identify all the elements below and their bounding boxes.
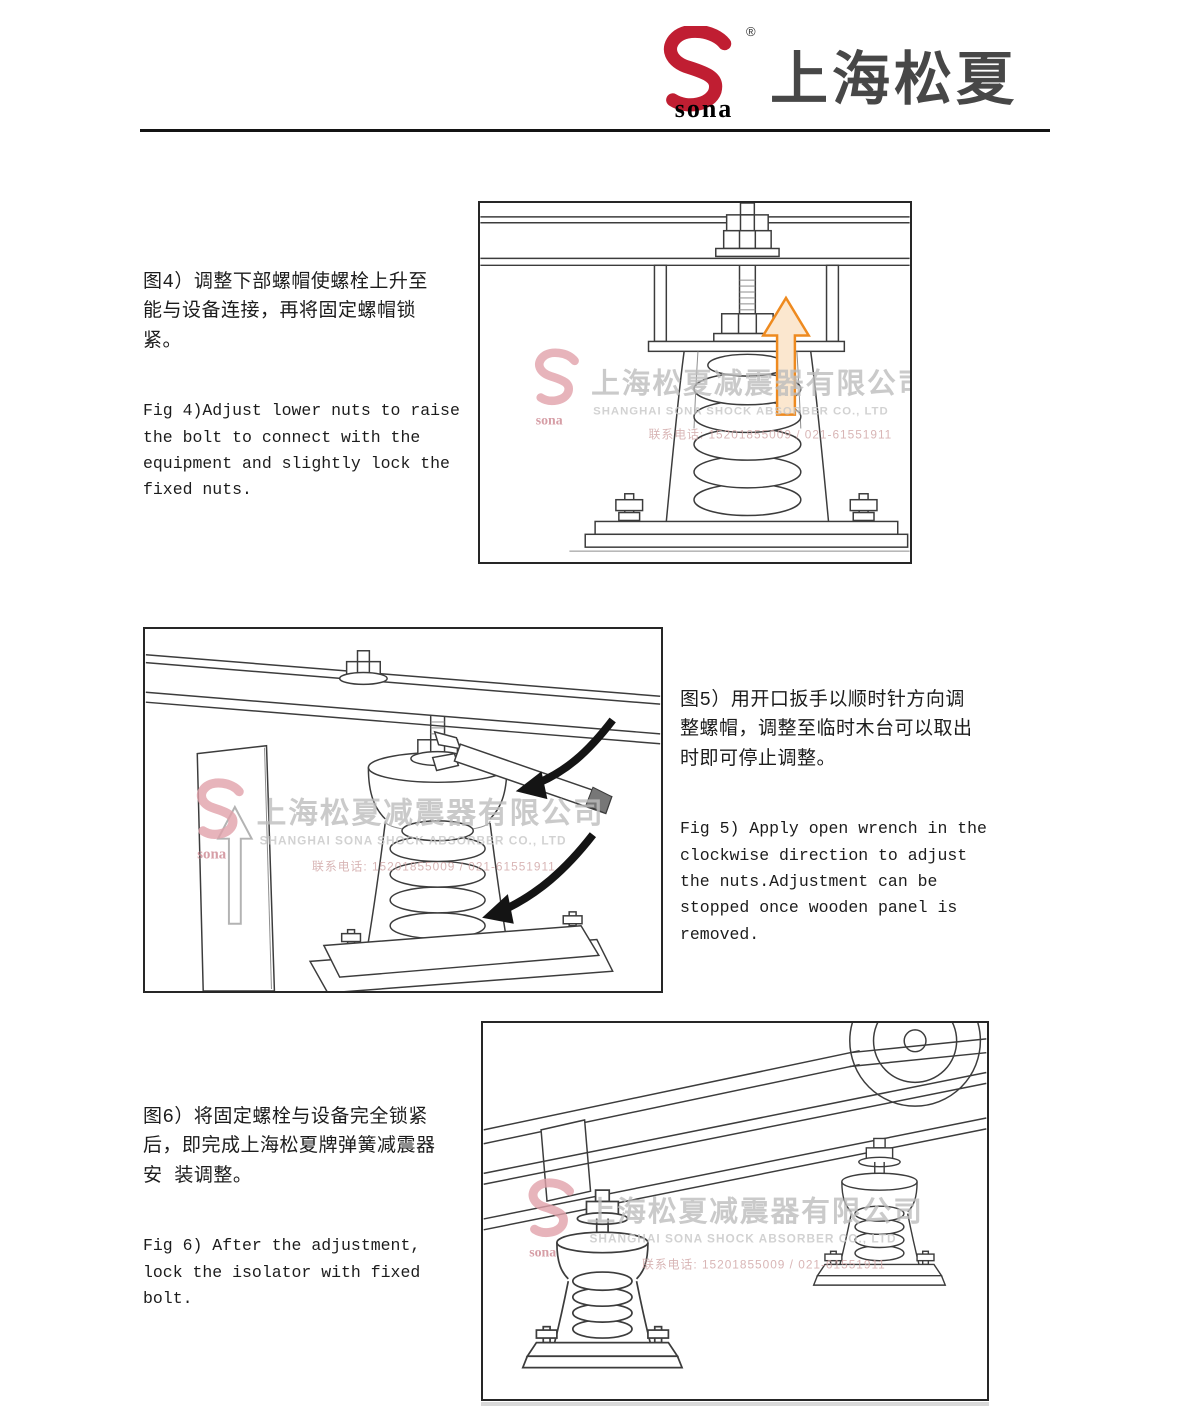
fig4-base [569,493,910,552]
fig4-caption: 图4）调整下部螺帽使螺栓上升至 能与设备连接，再将固定螺帽锁 紧。 Fig 4)… [143,250,488,522]
figure-4: sona 上海松夏减震器有限公司 SHANGHAI SONA SHOCK ABS… [478,201,912,564]
fig5-caption-zh: 图5）用开口扳手以顺时针方向调 整螺帽，调整至临时木台可以取出 时即可停止调整。 [680,689,973,770]
header-divider [140,129,1050,132]
fig6-caption-zh: 图6）将固定螺栓与设备完全锁紧 后，即完成上海松夏牌弹簧减震器 安 装调整。 [143,1106,436,1187]
fig5-drawing: sona 上海松夏减震器有限公司 SHANGHAI SONA SHOCK ABS… [145,650,661,991]
svg-text:上海松夏减震器有限公司: 上海松夏减震器有限公司 [257,797,605,830]
brand-chinese-name: 上海松夏 [770,47,1019,112]
fig5-beam-nut [338,650,388,686]
fig5-caption-en: Fig 5) Apply open wrench in the clockwis… [680,819,987,944]
logo-sona-text: sona [674,94,734,123]
svg-text:sona: sona [536,413,563,428]
fig4-drawing: sona 上海松夏减震器有限公司 SHANGHAI SONA SHOCK ABS… [480,203,910,552]
fig4-caption-en: Fig 4)Adjust lower nuts to raise the bol… [143,401,460,500]
fig4-top-bolt [715,203,780,258]
svg-text:联系电话: 15201855009 / 021-615519: 联系电话: 15201855009 / 021-61551911 [649,427,893,441]
fig6-watermark: sona 上海松夏减震器有限公司 SHANGHAI SONA SHOCK ABS… [529,1183,924,1271]
svg-text:SHANGHAI SONA SHOCK ABSORBER C: SHANGHAI SONA SHOCK ABSORBER CO., LTD [590,1232,897,1246]
fig6-drawing: sona 上海松夏减震器有限公司 SHANGHAI SONA SHOCK ABS… [483,1023,987,1369]
figure-6: sona 上海松夏减震器有限公司 SHANGHAI SONA SHOCK ABS… [481,1021,989,1401]
fig4-housing-spring [647,340,846,522]
fig5-caption: 图5）用开口扳手以顺时针方向调 整螺帽，调整至临时木台可以取出 时即可停止调整。… [680,668,1020,966]
svg-text:sona: sona [529,1245,556,1260]
registered-mark: ® [746,24,756,39]
figure-5: sona 上海松夏减震器有限公司 SHANGHAI SONA SHOCK ABS… [143,627,663,993]
svg-text:SHANGHAI SONA SHOCK ABSORBER C: SHANGHAI SONA SHOCK ABSORBER CO., LTD [260,834,567,848]
fig5-base [308,911,614,991]
fig4-threaded-rod [713,265,782,343]
svg-text:上海松夏减震器有限公司: 上海松夏减震器有限公司 [591,367,910,400]
svg-text:联系电话: 15201855009 / 021-615519: 联系电话: 15201855009 / 021-61551911 [312,859,556,873]
fig6-machine-frame [483,1023,987,1231]
fig5-clockwise-arrows [482,717,616,924]
fig5-beam [145,653,661,745]
fig4-beam [480,216,910,267]
fig6-caption: 图6）将固定螺栓与设备完全锁紧 后，即完成上海松夏牌弹簧减震器 安 装调整。 F… [143,1085,498,1330]
fig4-up-arrow [761,295,811,416]
fig5-isolator [366,716,509,948]
fig5-watermark: sona 上海松夏减震器有限公司 SHANGHAI SONA SHOCK ABS… [197,783,605,873]
svg-text:SHANGHAI SONA SHOCK ABSORBER C: SHANGHAI SONA SHOCK ABSORBER CO., LTD [593,406,889,418]
fig6-caption-en: Fig 6) After the adjustment, lock the is… [143,1236,421,1309]
svg-text:sona: sona [197,846,226,862]
page-bottom-edge [481,1402,989,1406]
fig4-watermark: sona 上海松夏减震器有限公司 SHANGHAI SONA SHOCK ABS… [536,353,910,441]
svg-text:上海松夏减震器有限公司: 上海松夏减震器有限公司 [587,1195,924,1228]
fig4-caption-zh: 图4）调整下部螺帽使螺栓上升至 能与设备连接，再将固定螺帽锁 紧。 [143,271,428,352]
svg-text:联系电话: 15201855009 / 021-615519: 联系电话: 15201855009 / 021-61551911 [642,1257,886,1271]
